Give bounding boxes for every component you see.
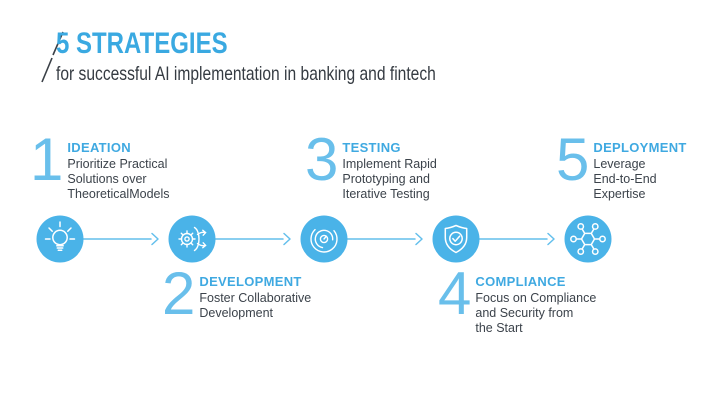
step-ideation: 1 IDEATION Prioritize Practical Solution…	[30, 126, 170, 202]
page-title: 5 STRATEGIES	[56, 27, 228, 60]
step-description: Foster Collaborative Development	[199, 291, 312, 320]
page-subtitle: for successful AI implementation in bank…	[56, 63, 436, 85]
flow-arrows	[82, 232, 555, 246]
step-description: Implement Rapid Prototyping and Iterativ…	[342, 157, 437, 201]
gear-fork-icon	[178, 226, 207, 252]
step-number: 5	[556, 126, 589, 193]
step-description: Prioritize Practical Solutions over Theo…	[67, 157, 170, 201]
step-description: Leverage End-to-End Expertise	[593, 157, 657, 201]
step-label: IDEATION	[67, 140, 131, 155]
step-label: TESTING	[342, 140, 401, 155]
step-label: DEPLOYMENT	[593, 140, 687, 155]
title-slash-mark	[41, 31, 64, 83]
process-flow-row	[36, 215, 612, 263]
step-label: COMPLIANCE	[475, 274, 566, 289]
step-number: 3	[305, 126, 338, 193]
step-number: 2	[162, 260, 195, 327]
arrow-head-icon	[415, 232, 423, 246]
step-number: 1	[30, 126, 63, 193]
arrow-head-icon	[151, 232, 159, 246]
lightbulb-icon	[44, 221, 76, 251]
step-label: DEVELOPMENT	[199, 274, 302, 289]
arrow-head-icon	[283, 232, 291, 246]
step-description: Focus on Compliance and Security from th…	[475, 291, 597, 335]
step-development: 2 DEVELOPMENT Foster Collaborative Devel…	[162, 260, 312, 327]
header: 5 STRATEGIES for successful AI implement…	[56, 28, 531, 86]
network-hub-icon	[570, 222, 606, 256]
step-number: 4	[438, 260, 471, 327]
iterative-cycle-icon	[310, 225, 338, 253]
step-testing: 3 TESTING Implement Rapid Prototyping an…	[305, 126, 437, 202]
step-compliance: 4 COMPLIANCE Focus on Compliance and Sec…	[438, 260, 597, 336]
shield-check-icon	[444, 224, 468, 254]
arrow-head-icon	[547, 232, 555, 246]
step-deployment: 5 DEPLOYMENT Leverage End-to-End Experti…	[556, 126, 687, 202]
